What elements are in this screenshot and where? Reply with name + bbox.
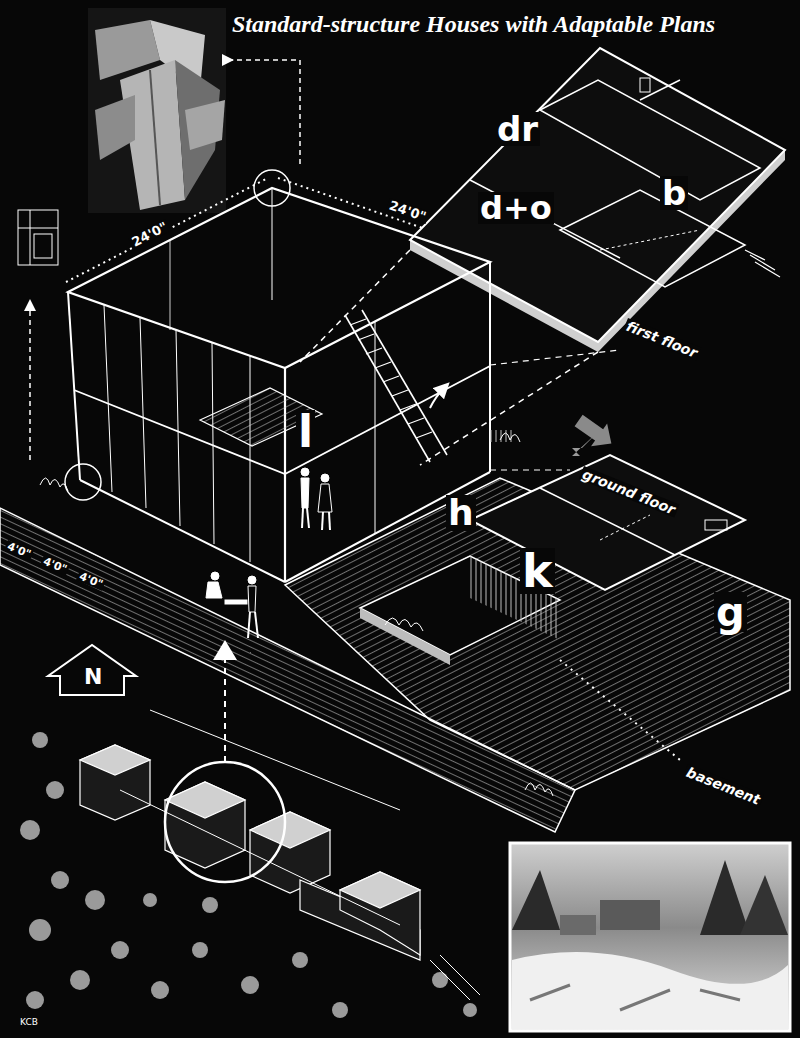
- signature: KCB: [18, 1018, 40, 1027]
- floor-label: ground floor: [579, 466, 679, 517]
- north-label: N: [82, 666, 104, 688]
- room-letter: b: [660, 176, 688, 210]
- room-letter: l: [296, 410, 315, 454]
- room-letter: d+o: [478, 192, 554, 224]
- site-plan: [20, 640, 480, 1018]
- dimension-label: 4'0": [76, 570, 106, 591]
- dimension-label: 4'0": [40, 555, 70, 576]
- room-letter: g: [714, 592, 747, 632]
- dimension-label: 24'0": [128, 219, 171, 250]
- site-photo: [510, 843, 790, 1031]
- sheet-title: Standard-structure Houses with Adaptable…: [232, 12, 715, 36]
- dimension-label: 4'0": [4, 540, 34, 561]
- floor-label: basement: [683, 764, 764, 808]
- joint-photo: [88, 8, 226, 213]
- north-arrow: [48, 645, 136, 695]
- kitchen-plan: [470, 455, 745, 590]
- structural-frame: [68, 188, 512, 582]
- room-letter: h: [446, 495, 476, 531]
- floor-label: first floor: [623, 318, 701, 361]
- section-detail: [18, 210, 58, 265]
- dimension-label: 24'0": [386, 198, 430, 224]
- room-letter: dr: [495, 112, 540, 146]
- people-figures: [206, 468, 332, 638]
- room-letter: k: [520, 548, 555, 594]
- first-floor-plan: [410, 48, 785, 352]
